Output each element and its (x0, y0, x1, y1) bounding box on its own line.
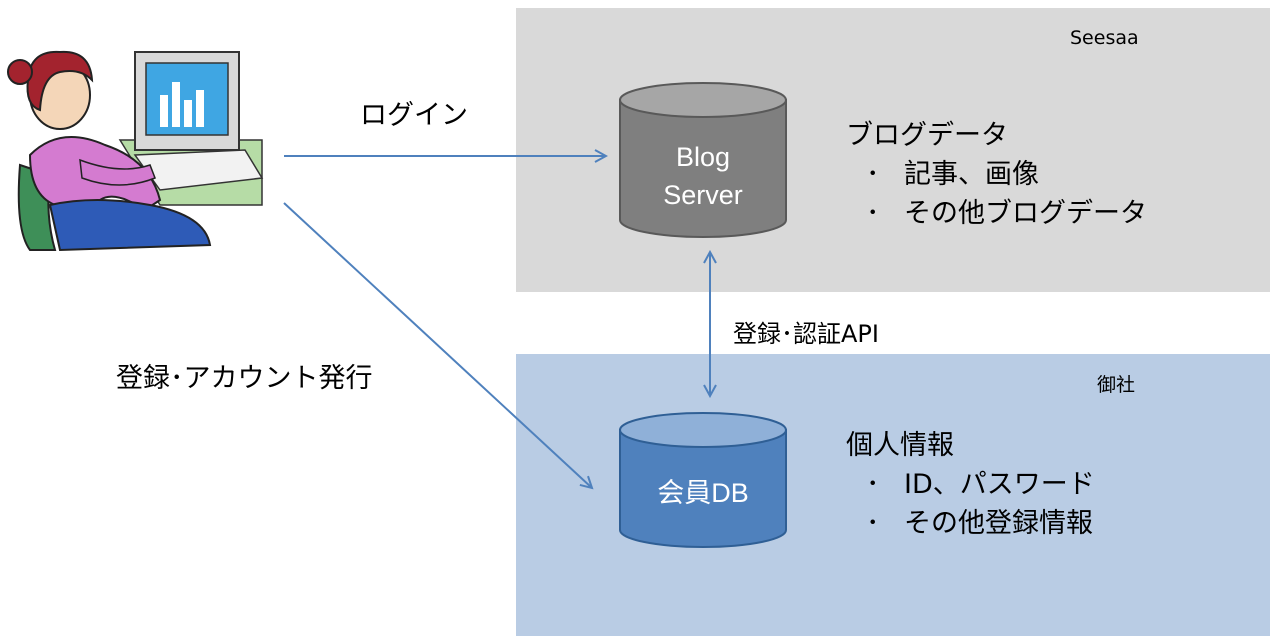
register-arrow-label: 登録･アカウント発行 (116, 363, 373, 394)
blog-data-description: ブログデータ ･ 記事、画像 ･ その他ブログデータ (846, 116, 1147, 233)
member-data-description: 個人情報 ･ ID、パスワード ･ その他登録情報 (846, 426, 1095, 543)
member-data-bullet: ･ その他登録情報 (846, 504, 1095, 543)
blog-data-bullet-text: その他ブログデータ (904, 198, 1147, 229)
member-data-heading: 個人情報 (846, 430, 954, 461)
blog-server-cylinder (619, 82, 787, 238)
blog-data-bullet: ･ その他ブログデータ (846, 194, 1147, 233)
member-data-bullet: ･ ID、パスワード (846, 465, 1095, 504)
bullet-icon: ･ (866, 469, 880, 500)
seesaa-zone-label: Seesaa (1070, 27, 1139, 49)
bullet-icon: ･ (866, 508, 880, 539)
member-db-cylinder (619, 412, 787, 548)
bullet-icon: ･ (866, 159, 880, 190)
blog-server-label: Blog Server (620, 138, 786, 214)
api-arrow-label: 登録･認証API (733, 320, 879, 348)
member-data-bullet-text: ID、パスワード (904, 469, 1095, 500)
register-arrow (283, 202, 592, 488)
blog-server-label-line2: Server (663, 180, 743, 210)
blog-server-label-line1: Blog (675, 142, 731, 172)
login-arrow-label: ログイン (360, 100, 468, 131)
blog-data-bullet-text: 記事、画像 (904, 159, 1039, 190)
client-zone-label: 御社 (1097, 374, 1136, 396)
member-data-bullet-text: その他登録情報 (904, 508, 1093, 539)
blog-data-heading: ブログデータ (846, 120, 1008, 151)
member-db-label: 会員DB (657, 478, 749, 508)
user-computer-icon (7, 50, 264, 252)
bullet-icon: ･ (866, 198, 880, 229)
blog-data-bullet: ･ 記事、画像 (846, 155, 1147, 194)
